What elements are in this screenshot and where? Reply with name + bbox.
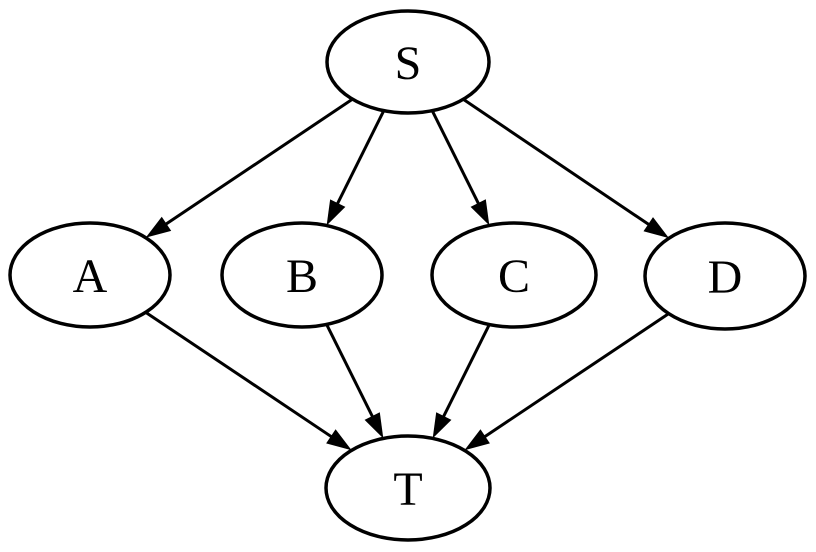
node-C: C — [430, 221, 598, 329]
edge-S-A — [145, 97, 354, 238]
node-S: S — [325, 9, 491, 115]
node-S-label: S — [395, 37, 422, 90]
node-T: T — [324, 434, 492, 542]
node-C-ellipse — [430, 221, 598, 329]
edge-D-T — [464, 312, 670, 451]
arrowhead-B-T — [364, 412, 384, 439]
edge-S-A-line — [163, 97, 354, 227]
node-A-ellipse — [8, 221, 172, 329]
node-D: D — [643, 221, 807, 331]
arrowhead-S-D — [643, 217, 669, 239]
edge-S-B-line — [335, 109, 386, 206]
edge-C-T-line — [441, 323, 491, 419]
arrowhead-S-C — [470, 199, 490, 226]
edge-C-T — [432, 323, 491, 439]
arrowhead-S-A — [145, 216, 172, 238]
node-S-ellipse — [325, 9, 491, 115]
node-T-label: T — [393, 463, 422, 516]
node-D-label: D — [708, 251, 743, 304]
edge-S-D — [462, 98, 669, 239]
edge-B-T — [325, 323, 384, 439]
edge-S-D-line — [462, 98, 651, 227]
edge-A-T — [144, 311, 352, 451]
node-B-ellipse — [220, 221, 384, 329]
arrowhead-S-B — [326, 199, 346, 226]
arrowhead-C-T — [432, 412, 452, 439]
edge-A-T-line — [144, 311, 334, 439]
node-C-label: C — [498, 250, 530, 303]
node-A: A — [8, 221, 172, 329]
node-A-label: A — [73, 250, 108, 303]
node-B-label: B — [286, 250, 318, 303]
edge-S-C-line — [430, 109, 481, 206]
edge-S-C — [430, 109, 490, 226]
node-T-ellipse — [324, 434, 492, 542]
edge-B-T-line — [325, 323, 375, 419]
node-D-ellipse — [643, 221, 807, 331]
arrowhead-A-T — [326, 429, 352, 451]
edge-S-B — [326, 109, 386, 226]
edge-D-T-line — [482, 312, 670, 439]
arrowhead-D-T — [464, 429, 490, 451]
node-B: B — [220, 221, 384, 329]
